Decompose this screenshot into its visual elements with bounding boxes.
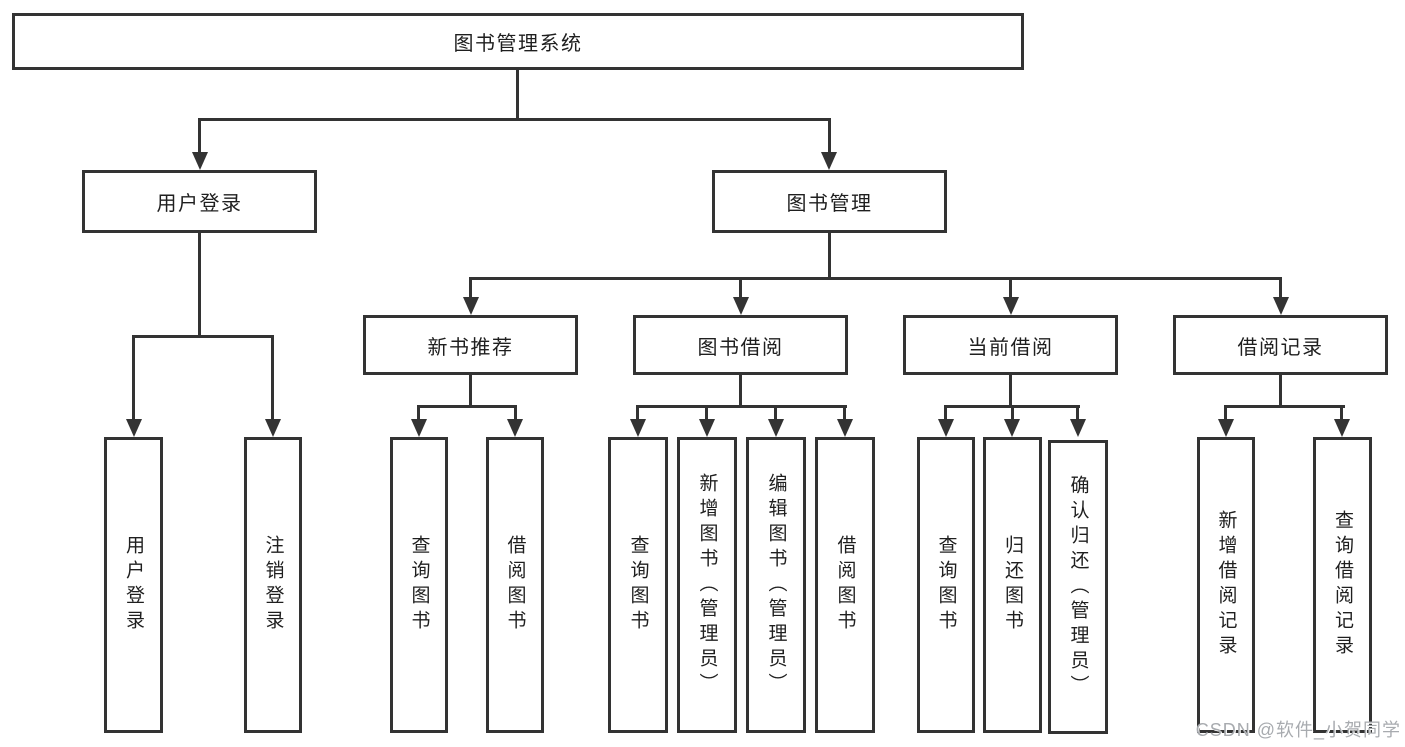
- arrowhead-down-icon: [1004, 419, 1020, 437]
- connector-line: [705, 405, 708, 421]
- leaf-borrow-book-recommend-label: 借阅图书: [504, 535, 526, 635]
- connector-line: [1224, 405, 1345, 408]
- connector-line: [739, 277, 742, 299]
- connector-line: [828, 118, 831, 154]
- arrowhead-down-icon: [1070, 419, 1086, 437]
- arrowhead-down-icon: [733, 297, 749, 315]
- arrowhead-down-icon: [821, 152, 837, 170]
- leaf-logout-label: 注销登录: [262, 535, 284, 635]
- connector-line: [271, 335, 274, 421]
- arrowhead-down-icon: [126, 419, 142, 437]
- connector-line: [944, 405, 947, 421]
- connector-line: [1279, 375, 1282, 405]
- leaf-borrow-book-recommend: 借阅图书: [486, 437, 544, 733]
- connector-line: [1076, 405, 1079, 421]
- arrowhead-down-icon: [192, 152, 208, 170]
- node-borrow-records: 借阅记录: [1173, 315, 1388, 375]
- leaf-edit-book-admin-label: 编辑图书（管理员）: [765, 472, 787, 698]
- leaf-add-book-admin-label: 新增图书（管理员）: [696, 472, 718, 698]
- connector-line: [1009, 277, 1012, 299]
- node-current-borrow: 当前借阅: [903, 315, 1118, 375]
- connector-line: [516, 70, 519, 118]
- connector-line: [469, 375, 472, 405]
- arrowhead-down-icon: [837, 419, 853, 437]
- node-root-label: 图书管理系统: [453, 33, 583, 55]
- node-new-book-recommend: 新书推荐: [363, 315, 578, 375]
- connector-line: [1340, 405, 1343, 421]
- connector-line: [636, 405, 639, 421]
- arrowhead-down-icon: [1218, 419, 1234, 437]
- connector-line: [198, 118, 201, 154]
- leaf-query-book-current: 查询图书: [917, 437, 975, 733]
- node-root: 图书管理系统: [12, 13, 1024, 70]
- connector-line: [1279, 277, 1282, 299]
- arrowhead-down-icon: [768, 419, 784, 437]
- leaf-return-book: 归还图书: [983, 437, 1042, 733]
- arrowhead-down-icon: [630, 419, 646, 437]
- connector-line: [469, 277, 1282, 280]
- csdn-watermark: CSDN @软件_小贺同学: [1195, 720, 1401, 740]
- leaf-add-book-admin: 新增图书（管理员）: [677, 437, 737, 733]
- leaf-confirm-return-admin: 确认归还（管理员）: [1048, 440, 1108, 734]
- leaf-user-login: 用户登录: [104, 437, 163, 733]
- node-new-book-recommend-label: 新书推荐: [427, 336, 514, 359]
- arrowhead-down-icon: [699, 419, 715, 437]
- node-book-borrow-label: 图书借阅: [697, 336, 784, 359]
- connector-line: [198, 118, 831, 121]
- leaf-return-book-label: 归还图书: [1002, 535, 1023, 635]
- leaf-borrow-book: 借阅图书: [815, 437, 875, 733]
- connector-line: [774, 405, 777, 421]
- node-book-management: 图书管理: [712, 170, 947, 233]
- leaf-edit-book-admin: 编辑图书（管理员）: [746, 437, 806, 733]
- leaf-logout: 注销登录: [244, 437, 302, 733]
- connector-line: [417, 405, 517, 408]
- leaf-query-book-current-label: 查询图书: [935, 535, 957, 635]
- arrowhead-down-icon: [507, 419, 523, 437]
- node-book-management-label: 图书管理: [786, 193, 873, 215]
- leaf-add-borrow-record-label: 新增借阅记录: [1215, 510, 1237, 660]
- connector-line: [469, 277, 472, 299]
- connector-line: [636, 405, 847, 408]
- arrowhead-down-icon: [938, 419, 954, 437]
- node-current-borrow-label: 当前借阅: [967, 336, 1054, 359]
- arrowhead-down-icon: [1334, 419, 1350, 437]
- node-user-login: 用户登录: [82, 170, 317, 233]
- connector-line: [1224, 405, 1227, 421]
- connector-line: [828, 232, 831, 277]
- arrowhead-down-icon: [1273, 297, 1289, 315]
- arrowhead-down-icon: [411, 419, 427, 437]
- leaf-borrow-book-label: 借阅图书: [834, 535, 856, 635]
- connector-line: [1009, 375, 1012, 405]
- connector-line: [132, 335, 274, 338]
- node-user-login-label: 用户登录: [156, 193, 243, 215]
- leaf-query-borrow-record-label: 查询借阅记录: [1332, 510, 1353, 660]
- arrowhead-down-icon: [463, 297, 479, 315]
- connector-line: [417, 405, 420, 421]
- leaf-confirm-return-admin-label: 确认归还（管理员）: [1067, 474, 1089, 700]
- leaf-user-login-label: 用户登录: [123, 535, 144, 635]
- leaf-query-book-recommend-label: 查询图书: [408, 535, 430, 635]
- connector-line: [1011, 405, 1014, 421]
- node-book-borrow: 图书借阅: [633, 315, 848, 375]
- connector-line: [198, 233, 201, 335]
- arrowhead-down-icon: [265, 419, 281, 437]
- leaf-query-book-borrow-label: 查询图书: [627, 535, 649, 635]
- leaf-query-book-borrow: 查询图书: [608, 437, 668, 733]
- leaf-add-borrow-record: 新增借阅记录: [1197, 437, 1255, 733]
- node-borrow-records-label: 借阅记录: [1237, 336, 1324, 359]
- connector-line: [739, 375, 742, 405]
- arrowhead-down-icon: [1003, 297, 1019, 315]
- connector-line: [843, 405, 846, 421]
- leaf-query-borrow-record: 查询借阅记录: [1313, 437, 1372, 733]
- leaf-query-book-recommend: 查询图书: [390, 437, 448, 733]
- connector-line: [514, 405, 517, 421]
- connector-line: [132, 335, 135, 421]
